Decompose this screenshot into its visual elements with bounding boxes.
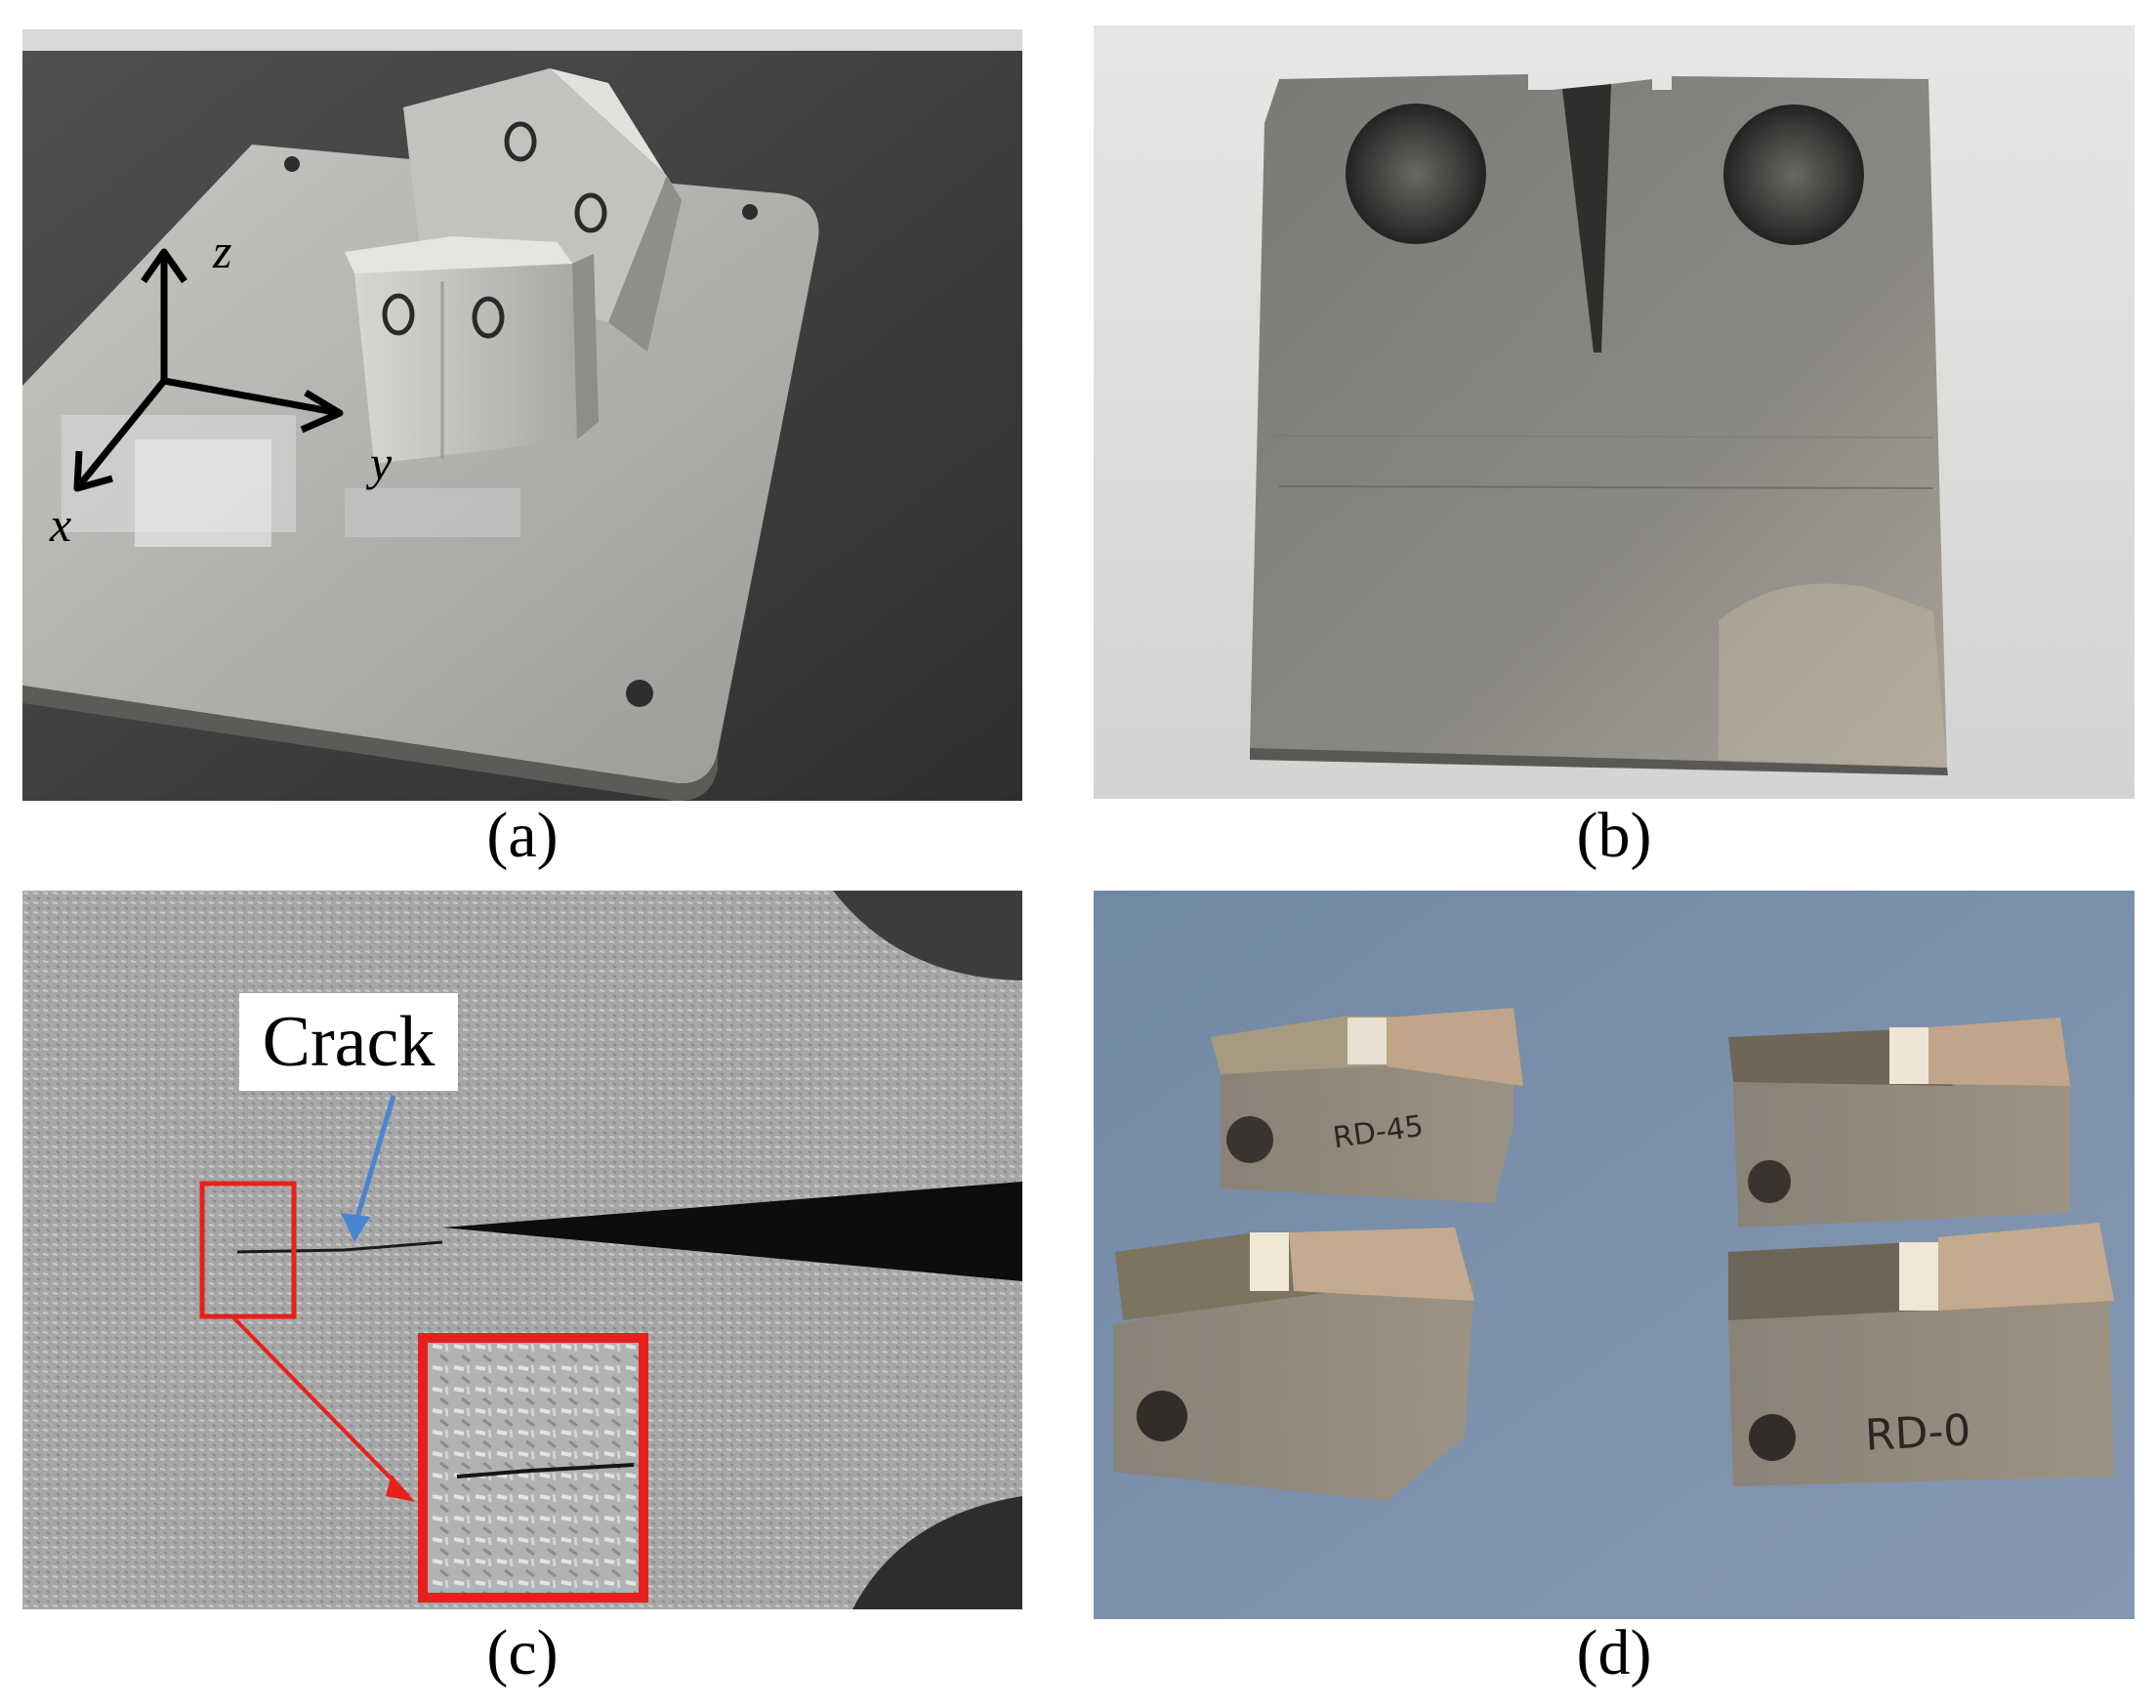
axis-label-z: z [213, 224, 232, 278]
caption-c: (c) [486, 1617, 559, 1688]
specimen-mark-rd0: RD-0 [1863, 1405, 1972, 1461]
caption-b: (b) [1576, 800, 1652, 871]
crack-label: Crack [239, 993, 458, 1091]
specimen-bottom-right [1728, 1223, 2114, 1486]
specimen-bottom-left [1113, 1228, 1474, 1501]
caption-a: (a) [486, 800, 559, 871]
axis-label-y: y [370, 436, 393, 490]
specimen-top-left [1211, 1008, 1523, 1203]
caption-d: (d) [1576, 1617, 1652, 1688]
specimen-top-right [1728, 1018, 2070, 1228]
photo-fractured-specimens: RD-45 RD-0 [1094, 891, 2135, 1619]
photo-crack-closeup: Crack [22, 891, 1022, 1609]
photo-build-plate: z y x [22, 29, 1022, 801]
photo-ct-specimen [1094, 25, 2135, 799]
axis-label-x: x [50, 497, 72, 552]
